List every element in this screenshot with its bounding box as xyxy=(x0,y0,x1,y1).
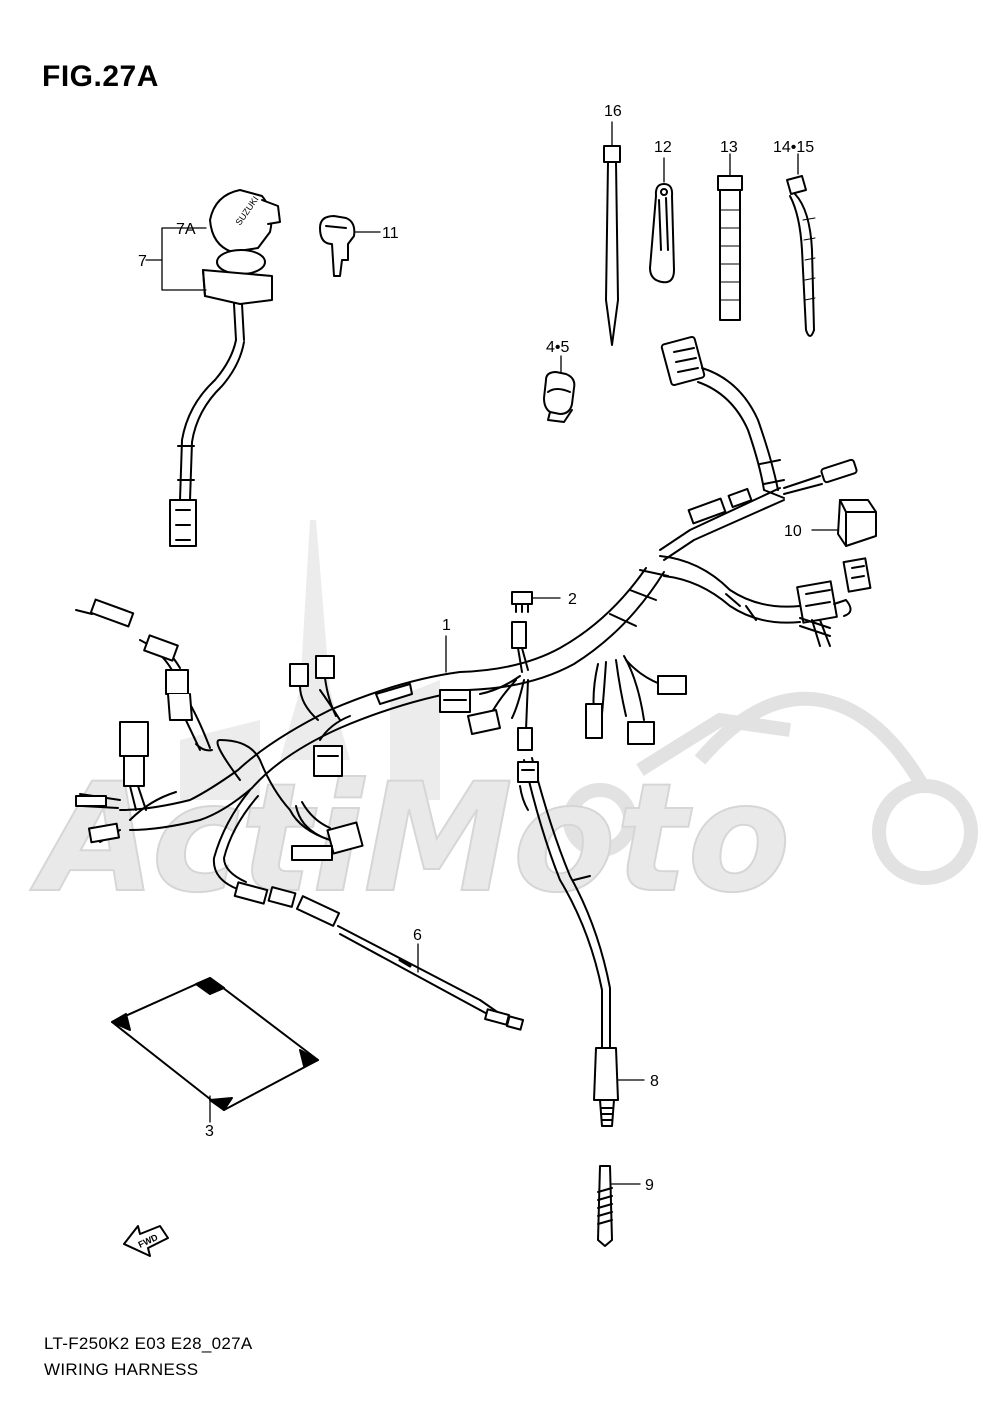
callout-13: 13 xyxy=(720,139,738,156)
watermark: ActiMoto xyxy=(29,520,978,927)
harness-right-branch xyxy=(659,335,858,561)
part-1-main-harness xyxy=(75,555,872,1049)
callout-10: 10 xyxy=(784,523,802,540)
callout-3: 3 xyxy=(205,1123,214,1140)
callout-7: 7 xyxy=(138,253,147,270)
part-12-clamp xyxy=(649,157,675,284)
watermark-motorcycle xyxy=(563,691,978,885)
part-6-lead-wire xyxy=(295,895,525,1031)
callout-12: 12 xyxy=(654,139,672,156)
callout-4-5: 4•5 xyxy=(546,339,570,356)
watermark-text: ActiMoto xyxy=(30,752,791,926)
callout-9: 9 xyxy=(645,1177,654,1194)
part-7-ignition-switch: SUZUKI xyxy=(169,189,281,547)
part-8-sensor xyxy=(593,1047,645,1127)
callout-labels: 16 12 13 14•15 7A 7 11 4•5 10 2 1 6 8 3 … xyxy=(138,103,814,1194)
part-10-relay xyxy=(811,499,877,547)
callout-16: 16 xyxy=(604,103,622,120)
callout-7a: 7A xyxy=(176,221,196,238)
part-11-key xyxy=(319,215,381,277)
callout-11: 11 xyxy=(382,225,399,242)
section-name: WIRING HARNESS xyxy=(44,1360,199,1379)
part-4-5-clamp xyxy=(543,355,576,423)
model-code: LT-F250K2 E03 E28_027A xyxy=(44,1334,253,1353)
part-9-pin xyxy=(597,1165,641,1247)
callout-6: 6 xyxy=(413,927,422,944)
bracket-7 xyxy=(145,227,207,291)
callout-2: 2 xyxy=(568,591,577,608)
callout-8: 8 xyxy=(650,1073,659,1090)
fwd-arrow-icon xyxy=(123,1225,169,1257)
callout-1: 1 xyxy=(442,617,451,634)
part-13-strap xyxy=(717,153,743,321)
part-3-sheet xyxy=(111,977,319,1123)
callout-14-15: 14•15 xyxy=(773,139,814,156)
part-14-15-cable-tie xyxy=(786,153,816,337)
part-16-cable-tie xyxy=(603,121,621,346)
figure-title: FIG.27A xyxy=(42,60,159,93)
